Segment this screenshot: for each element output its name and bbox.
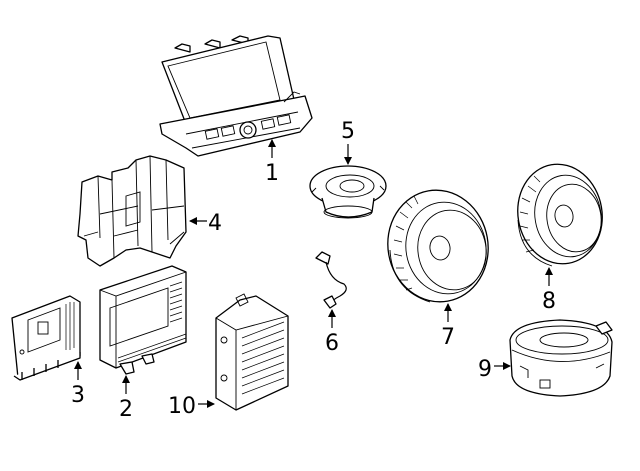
part-3-control-module: [11, 295, 81, 381]
callout-4: 4: [208, 211, 222, 236]
part-6-wiring-harness: [315, 251, 347, 309]
callout-6: 6: [325, 331, 339, 356]
callout-2: 2: [119, 397, 133, 422]
callout-3: 3: [71, 383, 85, 408]
callout-5: 5: [341, 119, 355, 144]
part-7-speaker: [387, 189, 489, 303]
part-4-bracket: [77, 155, 187, 267]
callout-10: 10: [168, 394, 196, 419]
part-10-amplifier: [215, 293, 289, 411]
callout-1: 1: [265, 161, 279, 186]
callout-7: 7: [441, 325, 455, 350]
part-5-tweeter: [309, 165, 387, 219]
part-2-receiver-module: [99, 265, 187, 375]
callout-9: 9: [478, 357, 492, 382]
part-9-subwoofer: [509, 319, 613, 397]
part-1-display-head-unit: [159, 35, 313, 157]
callout-8: 8: [542, 289, 556, 314]
part-8-speaker: [517, 163, 603, 267]
